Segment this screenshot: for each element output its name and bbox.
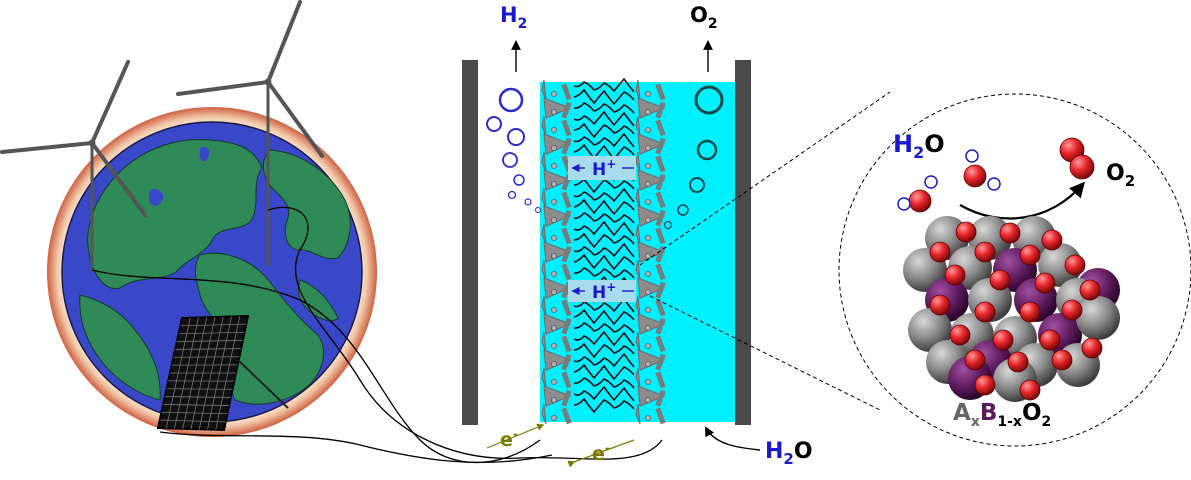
electron-label: e- — [500, 427, 518, 451]
h2o-in-arrow — [706, 428, 760, 450]
electron-label: e- — [592, 441, 610, 465]
o2-output-label: O2 — [690, 3, 718, 32]
electrolyzer-icon — [462, 60, 751, 425]
bubble-icon — [487, 89, 541, 213]
h2o-input-label: H2O — [765, 439, 813, 468]
h2-output-label: H2 — [500, 3, 527, 32]
